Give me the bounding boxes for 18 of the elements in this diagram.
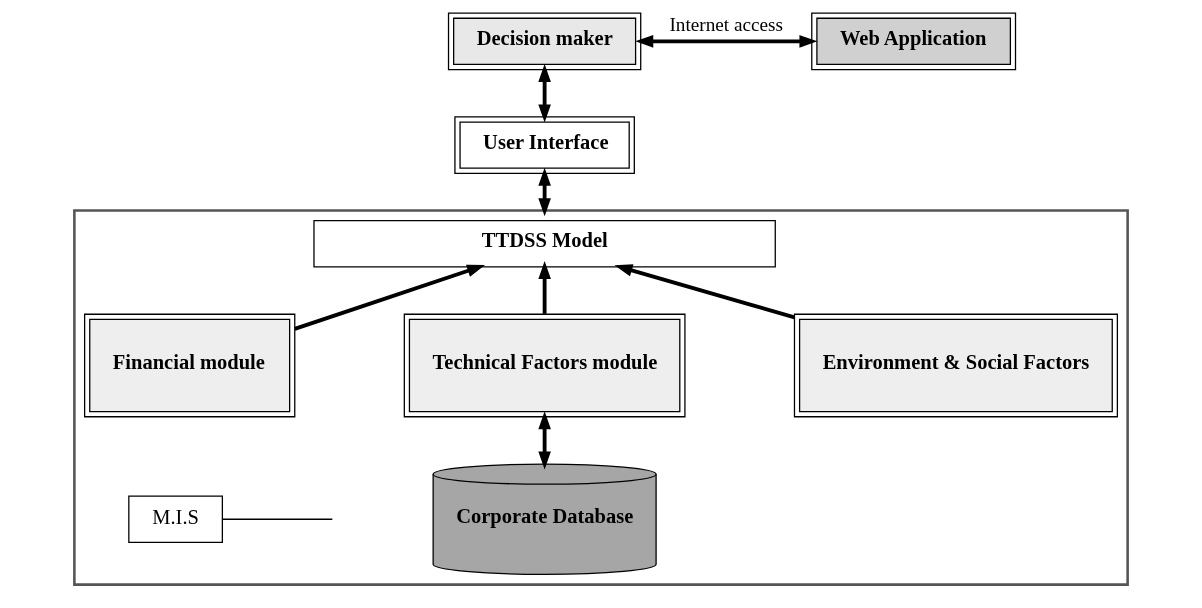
arrow <box>538 411 551 470</box>
node-box: Web Application <box>811 12 1017 71</box>
node-box: TTDSS Model <box>313 220 776 268</box>
arrow <box>294 264 486 331</box>
node-box: Environment & Social Factors <box>793 313 1118 418</box>
node-box: User Interface <box>454 116 635 174</box>
arrow <box>538 63 551 123</box>
connector <box>221 518 333 520</box>
node-box: Financial module <box>84 313 296 418</box>
node-box: M.I.S <box>128 495 223 543</box>
arrow <box>538 167 551 217</box>
cluster <box>73 209 1129 586</box>
node-box: Technical Factors module <box>403 313 686 418</box>
arrow <box>538 261 551 314</box>
node-box: Decision maker <box>447 12 642 71</box>
edge-label: Internet access <box>669 14 784 36</box>
arrow <box>635 35 818 48</box>
arrow <box>614 264 795 320</box>
